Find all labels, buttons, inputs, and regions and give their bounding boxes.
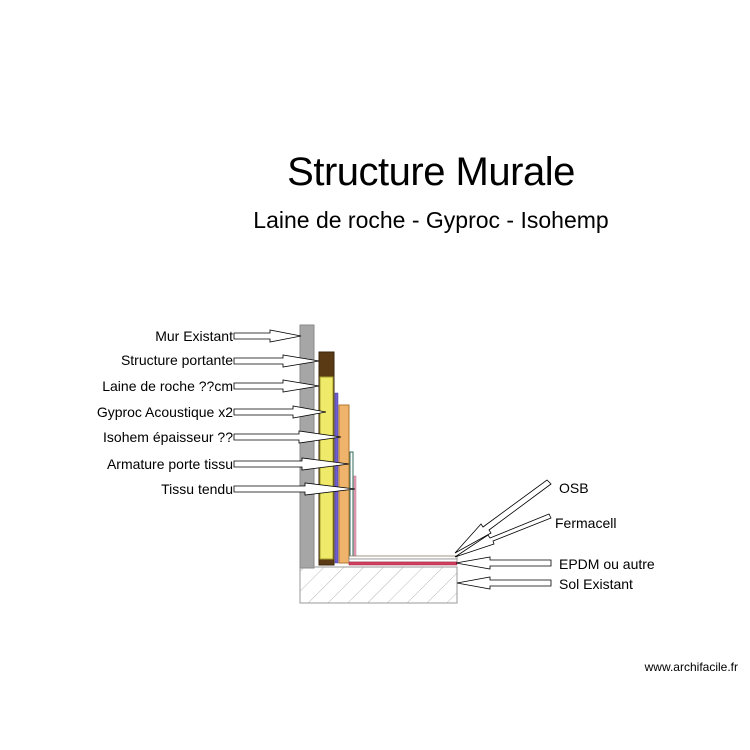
- arrow-armature: [233, 457, 350, 471]
- arrow-sol-existant: [456, 576, 552, 590]
- fabric-frame-layer: [349, 451, 354, 563]
- arrow-laine-de-roche: [233, 379, 320, 393]
- arrow-epdm: [455, 556, 552, 570]
- label-gyproc-acoustique: Gyproc Acoustique x2: [96, 404, 233, 420]
- epdm-layer: [348, 561, 458, 566]
- label-isohem-epaisseur: Isohem épaisseur ??: [103, 429, 233, 445]
- rockwool-layer: [319, 376, 334, 560]
- arrow-gyproc: [233, 405, 327, 419]
- label-fermacell: Fermacell: [555, 515, 617, 531]
- label-laine-de-roche: Laine de roche ??cm: [102, 378, 233, 394]
- osb-layer: [348, 555, 458, 560]
- page-subtitle: Laine de roche - Gyproc - Isohemp: [253, 207, 609, 233]
- arrow-isohemp: [233, 430, 342, 444]
- arrow-osb: [454, 479, 552, 554]
- arrow-structure-portante: [233, 354, 320, 368]
- page-title: Structure Murale: [287, 150, 575, 194]
- left-callout-arrows: [233, 329, 356, 496]
- existing-floor: [299, 566, 458, 604]
- right-callout-arrows: [454, 479, 552, 590]
- fermacell-layer: [348, 558, 458, 563]
- label-osb: OSB: [559, 480, 589, 496]
- label-structure-portante: Structure portante: [120, 352, 233, 368]
- label-tissu-tendu: Tissu tendu: [161, 481, 233, 497]
- isohemp-layer: [338, 404, 350, 564]
- arrow-fermacell: [454, 513, 552, 558]
- credit-link[interactable]: www.archifacile.fr: [644, 660, 738, 674]
- label-mur-existant: Mur Existant: [155, 328, 233, 344]
- label-sol-existant: Sol Existant: [559, 576, 633, 592]
- arrow-tissu: [233, 482, 356, 496]
- gyproc-layer: [334, 392, 339, 564]
- label-armature-porte-tissu: Armature porte tissu: [106, 456, 233, 472]
- arrow-mur-existant: [233, 329, 302, 343]
- label-epdm: EPDM ou autre: [559, 556, 655, 572]
